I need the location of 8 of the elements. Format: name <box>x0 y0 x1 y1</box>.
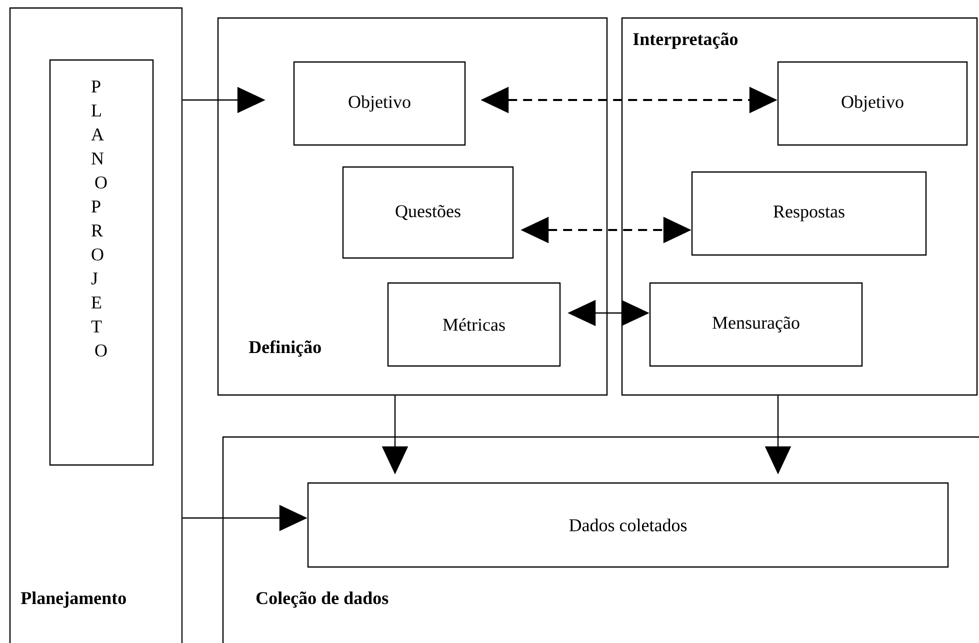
process-box: Questões <box>342 166 514 259</box>
process-box: Dados coletados <box>307 482 949 568</box>
process-box: Objetivo <box>293 61 466 146</box>
process-box: Respostas <box>691 171 927 256</box>
process-box: Objetivo <box>777 61 968 146</box>
vertical-text-box: PLANO PROJETO <box>49 59 154 466</box>
process-box: Métricas <box>387 282 561 367</box>
process-box: Mensuração <box>649 282 863 367</box>
